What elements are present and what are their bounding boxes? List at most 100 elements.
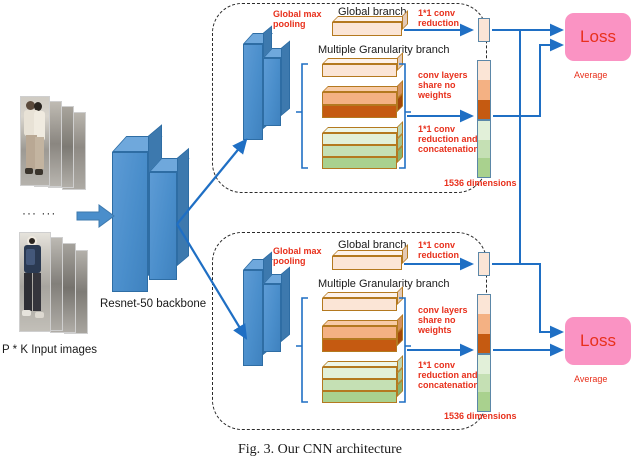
fvec-cell-third-2 <box>478 373 490 393</box>
input-image-stack-bottom <box>16 232 96 344</box>
upper-concat-label: 1*1 conv reduction and concatenation <box>418 124 480 155</box>
lower-global-to-loss <box>492 263 564 339</box>
slab-top <box>322 86 403 92</box>
upper-share-no-weights-label: conv layers share no weights <box>418 70 468 101</box>
lower-global-branch-label: Global branch <box>338 239 407 251</box>
upper-concat-to-loss <box>493 38 564 117</box>
slab-top <box>332 250 408 256</box>
lower-mg-slab-third-1 <box>322 355 403 379</box>
upper-concat-feature-vector-top <box>477 60 491 120</box>
fvec-cell-half-1 <box>478 314 490 334</box>
person-image <box>20 96 50 186</box>
upper-mg-branch-label: Multiple Granularity branch <box>318 44 450 56</box>
lower-global-slab <box>332 244 408 270</box>
slab-front <box>322 379 397 391</box>
upper-global-feature-vector <box>478 18 490 42</box>
slab-front <box>322 133 397 145</box>
block-front-face <box>243 44 263 140</box>
upper-loss-label: Loss <box>580 27 616 46</box>
slab-top <box>332 16 408 22</box>
upper-global-max-pooling-label: Global max pooling <box>273 9 322 30</box>
lower-global-max-pooling-label: Global max pooling <box>273 246 322 267</box>
ellipsis-label: ··· ··· <box>22 206 57 220</box>
slab-top <box>322 127 403 133</box>
resnet-block-2 <box>149 147 190 280</box>
figure-caption: Fig. 3. Our CNN architecture <box>237 442 403 457</box>
upper-mg-slab-third-2 <box>322 133 403 157</box>
upper-conv-reduction-label: 1*1 conv reduction <box>418 8 460 29</box>
slab-front <box>322 298 397 311</box>
slab-front <box>322 339 397 352</box>
fvec-cell-half-2 <box>478 333 490 353</box>
slab-top <box>322 320 403 326</box>
resnet-block-1 <box>112 124 163 292</box>
slab-front <box>322 92 397 105</box>
fvec-cell-half-1 <box>478 80 490 100</box>
block-front-face <box>263 58 281 126</box>
block-front-face <box>243 270 263 366</box>
upper-mg-slab-third-1 <box>322 121 403 145</box>
fvec-cell-third-2 <box>478 139 490 159</box>
upper-loss-box: Loss <box>565 13 631 61</box>
upper-global-branch-label: Global branch <box>338 6 407 18</box>
slab-front <box>322 157 397 169</box>
backbone-label: Resnet-50 backbone <box>100 298 207 310</box>
lower-mg-slab-third-3 <box>322 379 403 403</box>
upper-concat-feature-vector-bottom <box>477 120 491 178</box>
upper-dimensions-label: 1536 dimensions <box>444 178 517 188</box>
slab-front <box>322 105 397 118</box>
lower-branch-tensor-1 <box>243 251 273 366</box>
lower-loss-box: Loss <box>565 317 631 365</box>
block-side-face <box>281 266 290 342</box>
lower-mg-slab-third-2 <box>322 367 403 391</box>
upper-branch-tensor-1 <box>243 25 273 140</box>
lower-mg-slab-half-1 <box>322 314 403 339</box>
lower-concat-feature-vector-bottom <box>477 354 491 412</box>
upper-global-slab <box>332 10 408 36</box>
lower-global-feature-vector <box>478 252 490 276</box>
block-side-face <box>177 147 189 266</box>
lower-mg-slab-half-2 <box>322 327 403 352</box>
fvec-cell-third-3 <box>478 158 490 177</box>
lower-average-label: Average <box>574 374 608 384</box>
input-images-label: P * K Input images <box>2 344 98 356</box>
slab-front <box>322 64 397 77</box>
slab-front <box>322 145 397 157</box>
upper-mg-slab-third-3 <box>322 145 403 169</box>
fvec-cell-third-3 <box>478 392 490 411</box>
slab-front <box>322 367 397 379</box>
upper-mg-slab-global <box>322 52 403 77</box>
block-front-face <box>149 172 177 280</box>
fvec-cell-half-2 <box>478 99 490 119</box>
fvec-cell-global <box>478 61 490 81</box>
upper-mg-slab-half-2 <box>322 93 403 118</box>
slab-front <box>322 391 397 403</box>
upper-branch-tensor-2 <box>263 40 291 126</box>
fvec-cell-third-1 <box>478 355 490 374</box>
upper-average-label: Average <box>574 70 608 80</box>
fvec-cell-global <box>478 295 490 315</box>
fvec-cell-third-1 <box>478 121 490 140</box>
input-image-stack-top <box>16 96 94 200</box>
slab-top <box>322 292 403 298</box>
block-front-face <box>112 152 148 292</box>
slab-top <box>322 361 403 367</box>
input-arrow-icon <box>76 204 115 228</box>
slab-front <box>322 326 397 339</box>
block-front-face <box>263 284 281 352</box>
slab-front <box>332 256 402 270</box>
lower-loss-label: Loss <box>580 331 616 350</box>
lower-branch-tensor-2 <box>263 266 291 352</box>
lower-mg-branch-label: Multiple Granularity branch <box>318 278 450 290</box>
lower-conv-reduction-label: 1*1 conv reduction <box>418 240 460 261</box>
slab-top <box>322 58 403 64</box>
lower-mg-slab-global <box>322 286 403 311</box>
person-image <box>19 232 51 332</box>
slab-front <box>332 22 402 36</box>
block-side-face <box>281 40 290 116</box>
lower-share-no-weights-label: conv layers share no weights <box>418 305 468 336</box>
lower-concat-feature-vector-top <box>477 294 491 354</box>
lower-concat-label: 1*1 conv reduction and concatenation <box>418 360 480 391</box>
lower-dimensions-label: 1536 dimensions <box>444 411 517 421</box>
